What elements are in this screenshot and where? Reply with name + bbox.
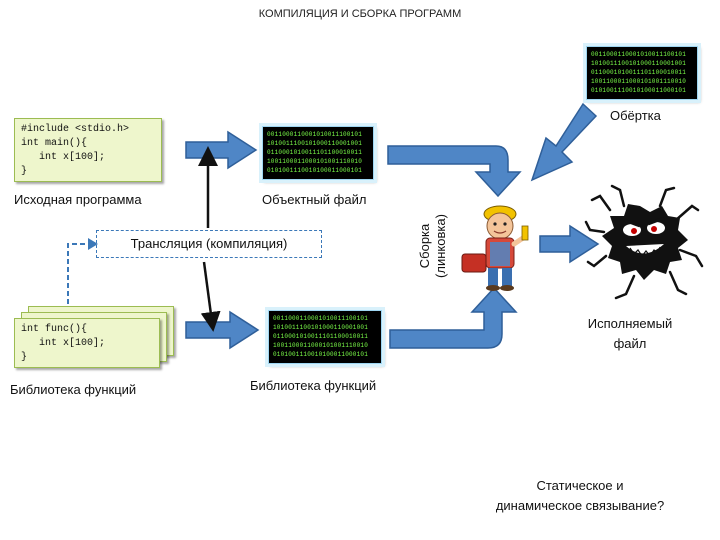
arrow-object-to-linker bbox=[387, 145, 522, 198]
binary-row: 0101001110010100011000101 bbox=[267, 167, 363, 174]
dashed-link bbox=[67, 243, 90, 304]
code-line: int x[100]; bbox=[21, 338, 106, 349]
monster-figure bbox=[584, 184, 704, 300]
binary-row: 1001100011000101001110010 bbox=[267, 158, 363, 165]
dashed-link-head bbox=[88, 238, 98, 250]
binary-row: 1001100011000101001110010 bbox=[273, 342, 369, 349]
binary-row: 1010011100101000110001001 bbox=[273, 324, 369, 331]
source-program-label: Исходная программа bbox=[14, 192, 142, 207]
source-code-box: #include <stdio.h> int main(){ int x[100… bbox=[14, 118, 162, 182]
library-functions-label: Библиотека функций bbox=[10, 382, 137, 397]
code-line: } bbox=[21, 352, 28, 363]
library-code-box: int func(){ int x[100]; } bbox=[14, 318, 160, 368]
arrow-compile-source bbox=[185, 130, 258, 170]
arrow-compile-library bbox=[185, 310, 260, 350]
binary-row: 0011000110001010011100101 bbox=[267, 131, 363, 138]
code-line: } bbox=[21, 166, 28, 177]
translation-arrow-down bbox=[200, 261, 221, 332]
binary-row: 1001100011000101001110010 bbox=[591, 78, 687, 85]
executable-line1: Исполняемый bbox=[587, 316, 673, 331]
library-binary: 0011000110001010011100101 10100111001010… bbox=[265, 307, 385, 367]
builder-figure bbox=[461, 205, 529, 291]
arrow-wrapper-to-linker bbox=[530, 102, 598, 182]
arrow-library-to-linker bbox=[389, 286, 518, 349]
executable-label: Исполняемый файл bbox=[580, 314, 680, 354]
binary-row: 0011000110001010011100101 bbox=[273, 315, 369, 322]
binary-row: 0101001110010100011000101 bbox=[591, 87, 687, 94]
binary-row: 0110001010011101100010011 bbox=[591, 69, 687, 76]
object-file-binary: 0011000110001010011100101 10100111001010… bbox=[259, 123, 377, 183]
code-line: int main(){ bbox=[21, 138, 88, 149]
question-line1: Статическое и bbox=[536, 478, 624, 493]
code-line: #include <stdio.h> bbox=[21, 124, 130, 135]
question-label: Статическое и динамическое связывание? bbox=[460, 476, 700, 516]
binary-row: 1010011100101000110001001 bbox=[267, 140, 363, 147]
question-line2: динамическое связывание? bbox=[495, 498, 665, 513]
binary-row: 0101001110010100011000101 bbox=[273, 351, 369, 358]
wrapper-label: Обёртка bbox=[610, 108, 661, 123]
binary-row: 1010011100101000110001001 bbox=[591, 60, 687, 67]
code-line: int x[100]; bbox=[21, 152, 106, 163]
code-line: int func(){ bbox=[21, 324, 88, 335]
arrow-linker-to-executable bbox=[539, 224, 600, 264]
executable-line2: файл bbox=[613, 336, 647, 351]
binary-row: 0110001010011101100010011 bbox=[267, 149, 363, 156]
binary-row: 0011000110001010011100101 bbox=[591, 51, 687, 58]
binary-row: 0110001010011101100010011 bbox=[273, 333, 369, 340]
object-file-label: Объектный файл bbox=[262, 192, 367, 207]
page-title: КОМПИЛЯЦИЯ И СБОРКА ПРОГРАММ bbox=[258, 8, 462, 20]
library-binary-label: Библиотека функций bbox=[250, 378, 377, 393]
wrapper-binary: 0011000110001010011100101 10100111001010… bbox=[583, 43, 701, 103]
